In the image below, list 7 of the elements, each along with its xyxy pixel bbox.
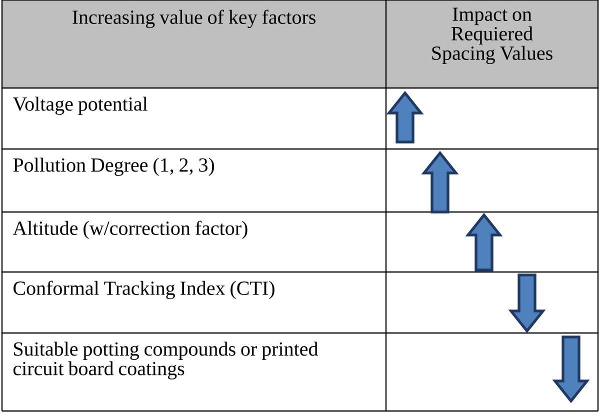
table-cell-text: Voltage potential	[12, 96, 148, 115]
header-text: Impact on Requiered Spacing Values	[432, 8, 552, 64]
table-cell-text: Altitude (w/correction factor)	[12, 220, 248, 240]
table-cell-text: Suitable potting compounds or printed circuit board coatings	[13, 342, 318, 380]
table-cell-text: Conformal Tracking Index (CTI)	[14, 280, 274, 300]
header-text: Increasing value of key factors	[72, 10, 316, 28]
table-cell-text: Pollution Degree (1, 2, 3)	[13, 158, 214, 176]
